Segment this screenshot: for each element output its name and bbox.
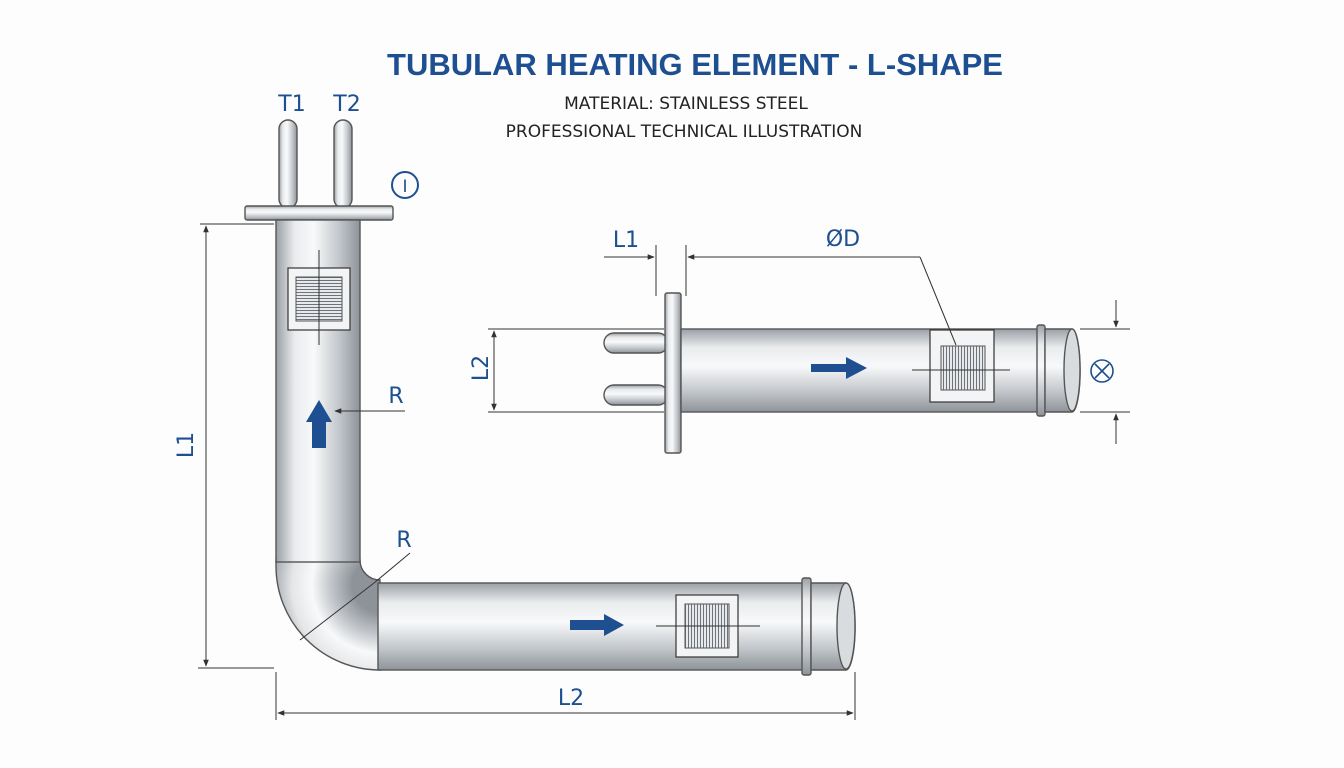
end-collar [801, 577, 812, 676]
side-end-face [1063, 328, 1081, 412]
side-terminal-pin-upper [603, 332, 669, 354]
material-subtitle: MATERIAL: STAINLESS STEEL [564, 94, 808, 114]
radius-label-1: R [388, 384, 403, 409]
terminal-label-t2: T2 [332, 92, 360, 117]
side-flow-arrow [811, 357, 867, 379]
flow-arrow-up [306, 400, 332, 448]
side-heating-coil [940, 345, 986, 391]
l2-dimension-label: L2 [558, 686, 584, 711]
terminal-pin-t1 [278, 119, 298, 209]
side-l2-label: L2 [469, 355, 494, 381]
side-end-collar [1036, 324, 1046, 417]
l-shape-element [244, 119, 856, 676]
terminal-label-t1: T1 [277, 92, 305, 117]
diagram-title: TUBULAR HEATING ELEMENT - L-SHAPE [387, 47, 1003, 82]
mounting-flange [244, 205, 394, 221]
flow-arrow-right [570, 614, 624, 636]
info-symbol-circle [391, 171, 419, 199]
end-face [836, 582, 856, 670]
illustration-subtitle: PROFESSIONAL TECHNICAL ILLUSTRATION [506, 122, 863, 142]
info-symbol: I [402, 177, 407, 197]
side-l1-label: L1 [613, 228, 639, 253]
diameter-leader-diagonal [919, 256, 957, 346]
l1-dimension-label: L1 [174, 432, 199, 458]
straight-element-side-view [603, 292, 1081, 454]
end-symbol-cross-b [1094, 363, 1110, 379]
elbow-bend [275, 559, 381, 671]
diameter-label: ØD [826, 227, 860, 252]
side-flange [664, 292, 682, 454]
radius-label-2: R [396, 528, 411, 553]
side-terminal-pin-lower [603, 384, 669, 406]
radius-leader-2b [299, 582, 375, 641]
radius-leader-2 [373, 552, 411, 584]
terminal-pin-t2 [333, 119, 353, 209]
